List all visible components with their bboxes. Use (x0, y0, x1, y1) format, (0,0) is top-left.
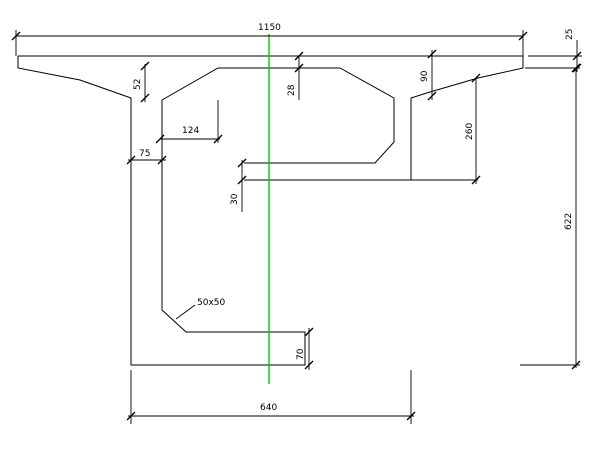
dim-web-offset: 124 (155, 100, 223, 144)
dim-total-height: 622 (564, 63, 581, 370)
section-outline (17, 55, 580, 366)
dim-web-width: 75 (126, 149, 167, 165)
dim-right-flange-depth: 90 (420, 49, 437, 101)
dim-bottom-width: 640 (126, 370, 416, 424)
dim-bottom-slab: 70 (296, 327, 314, 370)
dim-haunch-height: 260 (465, 73, 481, 185)
dim-top-width: 1150 (11, 23, 528, 56)
dim-top-fillet: 28 (287, 51, 304, 100)
label-bottom-slab: 70 (296, 348, 306, 360)
label-top-width: 1150 (258, 23, 281, 33)
label-bottom-width: 640 (260, 403, 277, 413)
dim-cantilever-root: 52 (133, 61, 150, 103)
dim-flange-thickness: 25 (528, 29, 582, 73)
label-cantilever-root: 52 (133, 79, 143, 90)
label-web-offset: 124 (182, 126, 199, 136)
label-bottom-fillet: 50x50 (197, 298, 226, 308)
label-web-width: 75 (139, 149, 150, 159)
label-right-flange-depth: 90 (420, 70, 430, 82)
dim-slab-thickness: 30 (230, 158, 247, 212)
label-top-fillet: 28 (287, 84, 297, 96)
label-haunch-height: 260 (465, 123, 475, 140)
left-web-outline (17, 56, 395, 366)
top-deck-outline (18, 55, 524, 181)
label-flange-thickness: 25 (565, 29, 575, 40)
label-slab-thickness: 30 (230, 193, 240, 205)
annotation-bottom-fillet: 50x50 (175, 298, 226, 320)
label-total-height: 622 (564, 213, 574, 230)
